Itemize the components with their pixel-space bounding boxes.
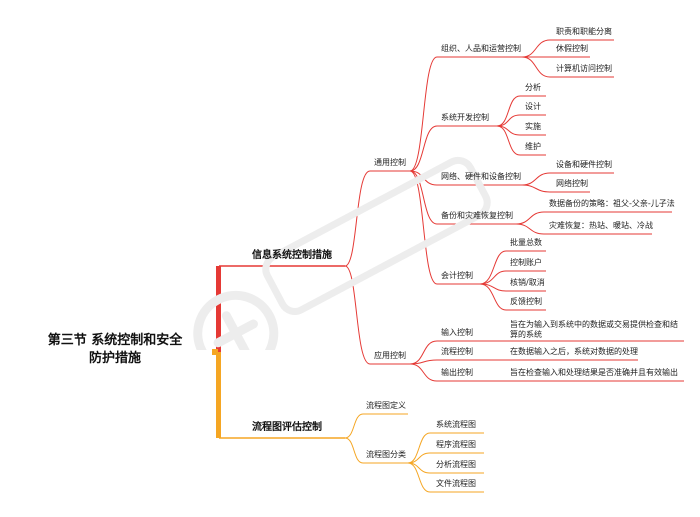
node-acct-child-4: 反馈控制 <box>510 297 542 306</box>
node-flow-child-4: 文件流程图 <box>436 479 476 488</box>
node-process-control: 流程控制 <box>441 347 473 356</box>
root-trunk <box>212 266 221 438</box>
node-dev-child-3: 实施 <box>525 122 541 131</box>
node-dev-child-2: 设计 <box>525 102 541 111</box>
node-backup-child-2: 灾难恢复：热站、暖站、冷战 <box>549 221 653 230</box>
node-acct-child-1: 批量总数 <box>510 238 542 247</box>
branch-info-systems: 信息系统控制措施 <box>252 250 332 261</box>
node-net-child-1: 设备和硬件控制 <box>556 160 612 169</box>
node-acct-child-3: 核销/取消 <box>510 278 545 287</box>
node-dev-child-4: 维护 <box>525 142 541 151</box>
root-title-line1: 第三节 系统控制和安全 <box>47 333 183 348</box>
node-input-control: 输入控制 <box>441 328 473 337</box>
node-dev-child-1: 分析 <box>525 83 541 92</box>
node-flow-child-1: 系统流程图 <box>436 420 476 429</box>
node-application-control: 应用控制 <box>374 351 406 360</box>
node-flow-child-3: 分析流程图 <box>436 460 476 469</box>
node-acct-child-2: 控制账户 <box>510 258 542 267</box>
node-input-desc: 旨在为输入到系统中的数据或交易提供检查和结算的系统 <box>510 320 678 339</box>
node-accounting-control: 会计控制 <box>441 271 473 280</box>
root-title-line2: 防护措施 <box>88 351 141 366</box>
node-dev-control: 系统开发控制 <box>441 113 489 122</box>
orange-connectors <box>344 413 484 493</box>
node-org-child-3: 计算机访问控制 <box>556 64 612 73</box>
node-general-control: 通用控制 <box>374 158 406 167</box>
node-output-control: 输出控制 <box>441 368 473 377</box>
branch-flowchart: 流程图评估控制 <box>252 422 322 433</box>
node-org-child-2: 休假控制 <box>556 44 588 53</box>
node-backup-control: 备份和灾难恢复控制 <box>441 211 513 220</box>
node-org-control: 组织、人品和运营控制 <box>441 44 521 53</box>
node-net-child-2: 网络控制 <box>556 179 588 188</box>
root-title: 第三节 系统控制和安全 防护措施 <box>30 332 200 368</box>
node-flow-child-2: 程序流程图 <box>436 440 476 449</box>
node-output-desc: 旨在检查输入和处理结果是否准确并且有效输出 <box>510 368 678 377</box>
node-flowchart-definition: 流程图定义 <box>366 401 406 410</box>
node-network-control: 网络、硬件和设备控制 <box>441 172 521 181</box>
node-flowchart-types: 流程图分类 <box>366 450 406 459</box>
node-org-child-1: 职责和职能分离 <box>556 27 612 36</box>
node-process-desc: 在数据输入之后，系统对数据的处理 <box>510 347 638 356</box>
node-backup-child-1: 数据备份的策略：祖父-父亲-儿子法 <box>549 199 675 208</box>
